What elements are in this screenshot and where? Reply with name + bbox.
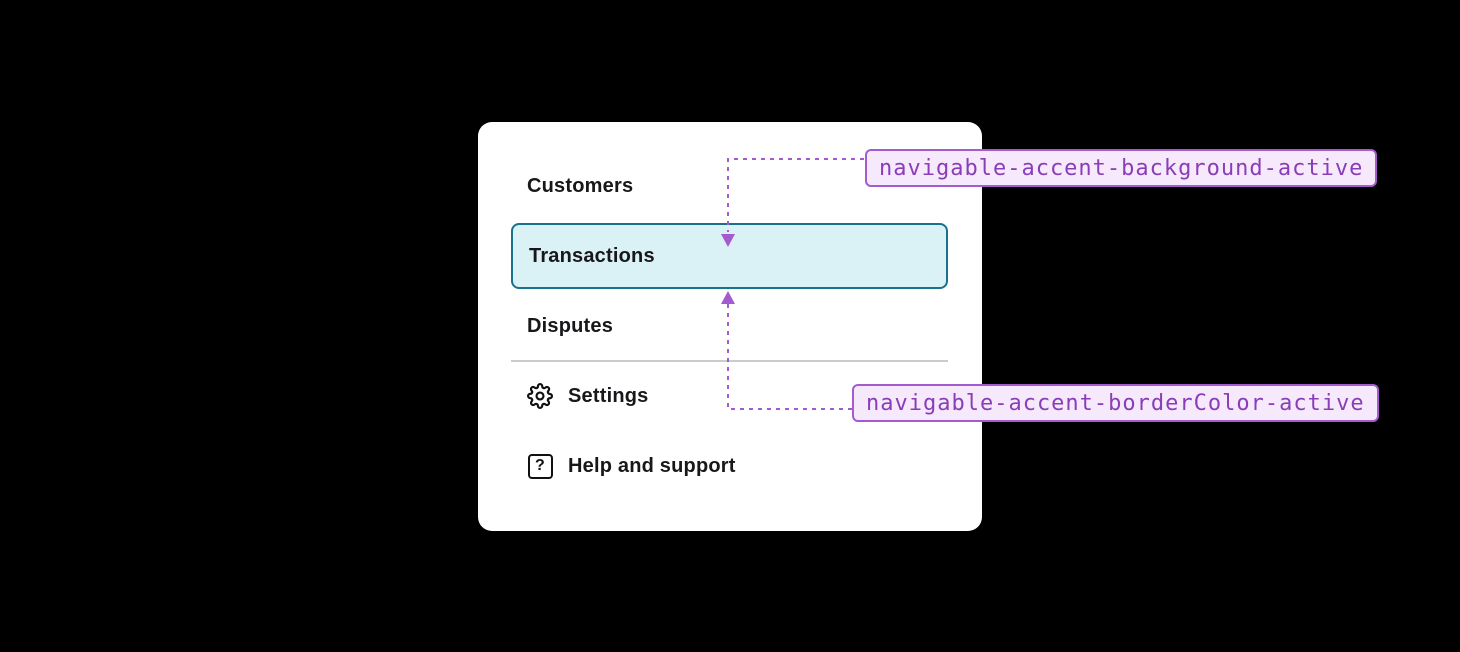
nav-divider	[511, 360, 948, 362]
nav-item-settings[interactable]: Settings	[511, 363, 948, 429]
nav-item-transactions[interactable]: Transactions	[511, 223, 948, 289]
token-badge-bordercolor-active: navigable-accent-borderColor-active	[852, 384, 1379, 422]
nav-item-label: Help and support	[568, 454, 736, 477]
nav-item-disputes[interactable]: Disputes	[511, 293, 948, 359]
nav-item-customers[interactable]: Customers	[511, 153, 948, 219]
gear-icon	[527, 383, 553, 409]
nav-item-help-and-support[interactable]: ? Help and support	[511, 433, 948, 499]
nav-item-label: Transactions	[529, 244, 655, 267]
nav-item-label: Disputes	[527, 314, 614, 337]
token-text: navigable-accent-background-active	[879, 155, 1364, 181]
token-badge-background-active: navigable-accent-background-active	[865, 149, 1378, 187]
nav-item-label: Settings	[568, 384, 649, 407]
token-text: navigable-accent-borderColor-active	[866, 390, 1365, 416]
question-mark-icon: ?	[527, 453, 553, 479]
nav-item-label: Customers	[527, 174, 634, 197]
